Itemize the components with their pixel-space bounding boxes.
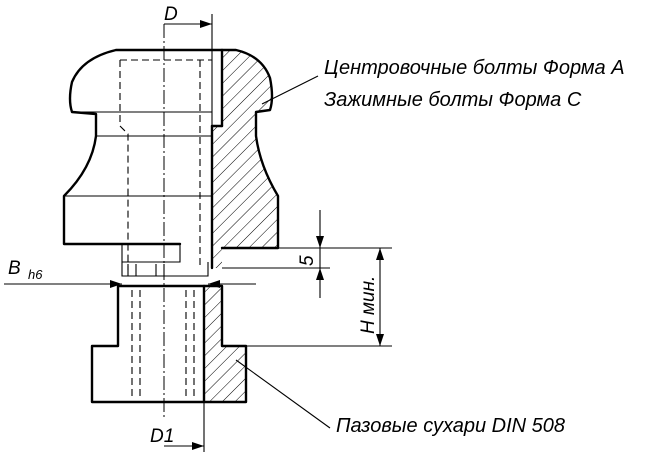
dim-h-arrow-bottom <box>376 334 384 346</box>
dim-5-arrow-bottom <box>316 268 324 280</box>
leader-bolt <box>261 75 319 105</box>
dim-d-arrow <box>200 20 212 28</box>
dim-d1-label: D1 <box>150 426 174 447</box>
slot-nut-hidden-thread <box>131 290 195 400</box>
slot-nut-section-hatch <box>204 286 246 402</box>
dim-h-label: H мин. <box>358 276 379 334</box>
dim-b-arrow-right <box>208 280 220 288</box>
leader-slot-nut <box>235 359 331 429</box>
dim-b-tolerance: h6 <box>28 267 43 282</box>
bolt <box>62 48 280 277</box>
slot-nut <box>90 284 392 404</box>
label-bolt-form-c: Зажимные болты Форма C <box>324 89 582 111</box>
dim-5-label: 5 <box>297 255 318 266</box>
bolt-section-hatch <box>212 50 278 268</box>
dim-5-arrow-top <box>316 236 324 248</box>
dim-d-label: D <box>164 4 178 25</box>
bolt-outline <box>62 48 280 270</box>
slot-nut-outline <box>90 284 248 404</box>
bolt-thread-relief <box>121 244 209 277</box>
bolt-hidden-bore <box>119 59 212 270</box>
label-slot-nuts: Пазовые сухари DIN 508 <box>336 415 565 437</box>
dimensions: D D1 B h6 5 H мин. <box>4 4 392 452</box>
callouts: Центровочные болты Форма A Зажимные болт… <box>235 57 625 437</box>
dim-b-label: B <box>8 258 21 279</box>
label-bolt-form-a: Центровочные болты Форма A <box>324 57 625 79</box>
dim-d1-arrow <box>192 442 204 450</box>
dim-h-arrow-top <box>376 248 384 260</box>
dim-b-arrow-left <box>110 280 122 288</box>
